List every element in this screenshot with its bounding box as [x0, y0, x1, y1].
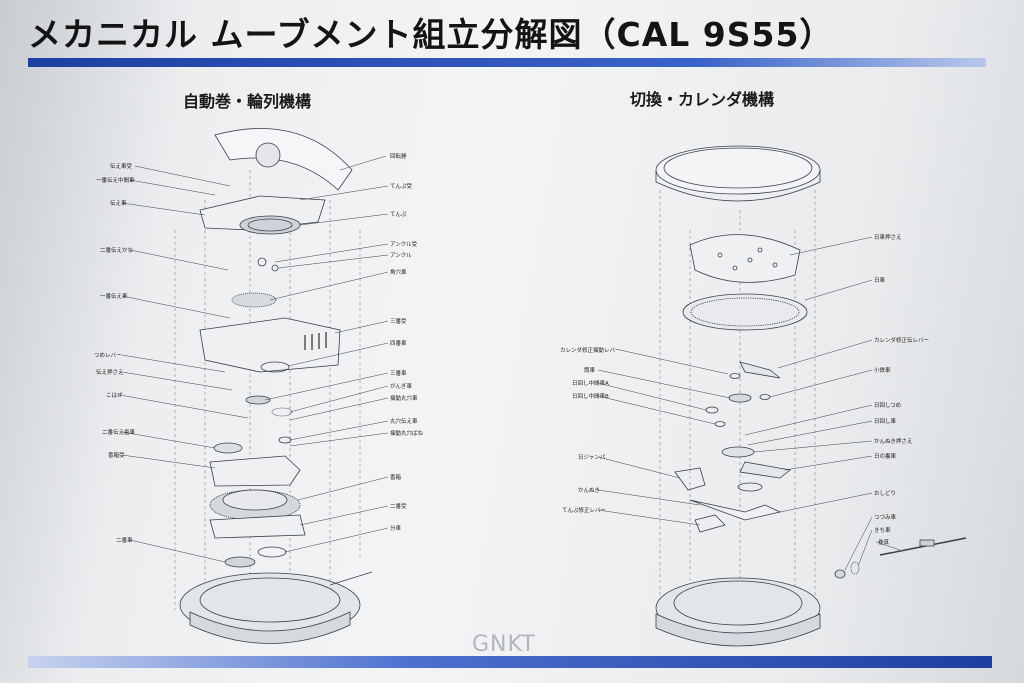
left-part-labels: 伝え車受 一番伝え中間車 伝え車 二番伝えかな 一番伝え車 つめレバー 伝え押さ… — [94, 152, 424, 544]
right-assembly — [597, 145, 967, 647]
date-jumper-part — [674, 467, 706, 491]
part-label: 香箱 — [390, 473, 402, 481]
part-label: 丸穴伝え車 — [390, 417, 418, 425]
page-title: メカニカル ムーブメント組立分解図（CAL 9S55） — [28, 15, 834, 54]
left-assembly — [119, 128, 389, 644]
part-label: アンクル受 — [390, 240, 418, 248]
part-label: 揺動丸穴ばね — [390, 429, 424, 437]
part-label: 二番車 — [116, 536, 133, 544]
date-dial-guard-part — [689, 234, 801, 283]
part-label: 日車押さえ — [874, 233, 902, 241]
rotor-part — [214, 128, 353, 191]
part-label: 二番伝え歯車 — [102, 428, 136, 436]
barrel-bridge-part — [209, 455, 301, 487]
part-label: 分車 — [390, 524, 402, 532]
part-label: 日回し中間車A — [572, 379, 609, 387]
part-label: 日車 — [874, 276, 886, 284]
ratchet-wheel-part — [231, 292, 277, 308]
part-label: アンクル — [390, 252, 412, 259]
part-label: 日の裏車 — [874, 452, 897, 460]
right-part-labels: カレンダ修正揺動レバー 筒車 日回し中間車A 日回し中間車B 日ジャンパ かんぬ… — [560, 233, 929, 546]
part-label: 三番受 — [390, 317, 407, 325]
part-label: 回転錘 — [390, 152, 407, 160]
part-label: カレンダ修正伝レバー — [874, 336, 929, 344]
part-label: つめレバー — [94, 352, 122, 359]
dial-ring-part — [655, 145, 821, 195]
part-label: 香箱受 — [108, 451, 125, 459]
part-label: 二番受 — [390, 502, 407, 510]
part-label: 揺動丸穴車 — [390, 394, 418, 402]
right-section-title: 切換・カレンダ機構 — [630, 90, 775, 109]
part-label: 伝え車 — [110, 199, 127, 207]
part-label: つづみ車 — [874, 513, 897, 521]
part-label: 二番伝えかな — [100, 246, 134, 254]
setting-lever-part — [689, 499, 782, 521]
part-label: かんぬき押さえ — [874, 437, 912, 445]
third-bridge-part — [199, 317, 341, 373]
part-label: てんぷ受 — [390, 182, 413, 190]
part-label: 伝え押さえ — [96, 368, 124, 376]
part-label: 一番伝え中間車 — [96, 176, 135, 184]
part-label: 一番伝え車 — [100, 292, 128, 300]
part-label: 小鉄車 — [874, 366, 891, 374]
part-label: 四番車 — [390, 339, 407, 347]
title-underline-bar — [28, 58, 986, 67]
part-label: かんぬき — [578, 487, 600, 494]
part-label: てんぷ修正レバー — [562, 506, 606, 514]
bottom-accent-bar — [28, 656, 992, 668]
part-label: おしどり — [874, 489, 896, 497]
part-label: てんぷ — [390, 211, 407, 218]
part-label: こはぜ — [106, 392, 123, 399]
part-label: 日回し中間車B — [572, 392, 609, 400]
part-label: 角穴車 — [390, 268, 407, 276]
part-label: 日回しつめ — [874, 402, 901, 409]
left-section-title: 自動巻・輪列機構 — [183, 92, 312, 111]
part-label: 三番車 — [390, 369, 407, 377]
part-label: 日ジャンパ — [578, 454, 606, 461]
part-label: カレンダ修正揺動レバー — [560, 346, 621, 354]
part-label: 巻真 — [878, 538, 890, 546]
watermark: GNKT — [472, 632, 536, 657]
part-label: 筒車 — [584, 366, 596, 374]
date-dial-part — [682, 293, 808, 331]
part-label: 伝え車受 — [110, 162, 133, 170]
winding-stem-part — [879, 537, 967, 556]
part-label: 日回し車 — [874, 417, 897, 425]
part-label: きち車 — [874, 526, 891, 534]
part-label: がんぎ車 — [390, 382, 413, 390]
